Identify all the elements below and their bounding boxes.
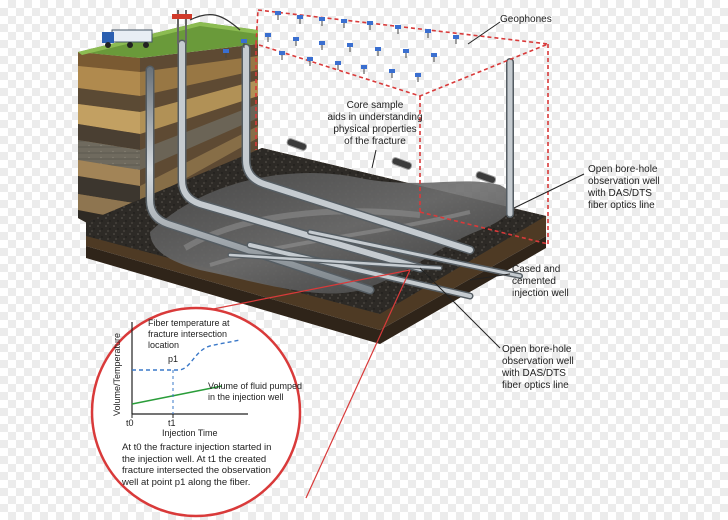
inset-circle: [90, 306, 302, 518]
geophone-icon: [389, 69, 395, 78]
fracture-plane: [150, 172, 514, 294]
core-sample-label: Core sample aids in understanding physic…: [327, 100, 423, 147]
geophone-icon: [341, 19, 347, 28]
geophones-label: Geophones: [500, 14, 552, 25]
leader-lines: [371, 21, 585, 349]
grass-surface: [78, 22, 258, 58]
geophone-icon: [319, 17, 325, 26]
geophone-icon: [453, 35, 459, 44]
volume-label: Volume of fluid pumped in the injection …: [208, 381, 303, 402]
geophone-icon: [275, 11, 281, 20]
geophone-icon: [403, 49, 409, 58]
geophone-icon: [293, 37, 299, 46]
truck-icon: [102, 29, 153, 48]
geophone-icon: [297, 15, 303, 24]
geophone-icon: [425, 29, 431, 38]
geophone-icon: [335, 61, 341, 70]
lateral-tubes: [227, 229, 523, 300]
t0-label: t0: [126, 418, 134, 428]
open-bore-hole-label-bottom: Open bore-hole observation well with DAS…: [502, 344, 574, 391]
fiber-temp-label: Fiber temperature at fracture intersecti…: [148, 318, 230, 350]
volume-line: [131, 385, 223, 405]
strata-side-bands: [140, 56, 258, 204]
survey-box: [255, 9, 549, 245]
geophone-icon: [431, 53, 437, 62]
geophones: [223, 11, 459, 82]
y-axis-label: Volume/Temperature: [112, 332, 122, 416]
geophone-icon: [375, 47, 381, 56]
p1-label: p1: [168, 354, 179, 364]
geophone-icon: [395, 25, 401, 34]
geophone-icon: [223, 49, 229, 58]
geophone-icon: [279, 51, 285, 60]
geophone-icon: [319, 41, 325, 50]
geophone-icon: [347, 43, 353, 52]
x-axis-label: Injection Time: [162, 428, 218, 438]
geophone-icon: [361, 65, 367, 74]
magnifier-connector: [197, 269, 411, 499]
geophone-icon: [367, 21, 373, 30]
open-bore-hole-label-top: Open bore-hole observation well with DAS…: [588, 164, 660, 211]
wellhead-icon: [172, 10, 241, 44]
geophone-icon: [241, 39, 247, 48]
inset-chart: [131, 322, 248, 418]
t1-label: t1: [168, 418, 176, 428]
cased-well-label: Cased and cemented injection well: [512, 264, 569, 299]
core-sample-icon: [286, 138, 497, 184]
geophone-icon: [415, 73, 421, 82]
injection-well-pipes: [145, 39, 514, 295]
geophone-icon: [307, 57, 313, 66]
temperature-curve: [132, 339, 241, 371]
inset-note: At t0 the fracture injection started in …: [122, 442, 272, 488]
geophone-icon: [265, 33, 271, 42]
